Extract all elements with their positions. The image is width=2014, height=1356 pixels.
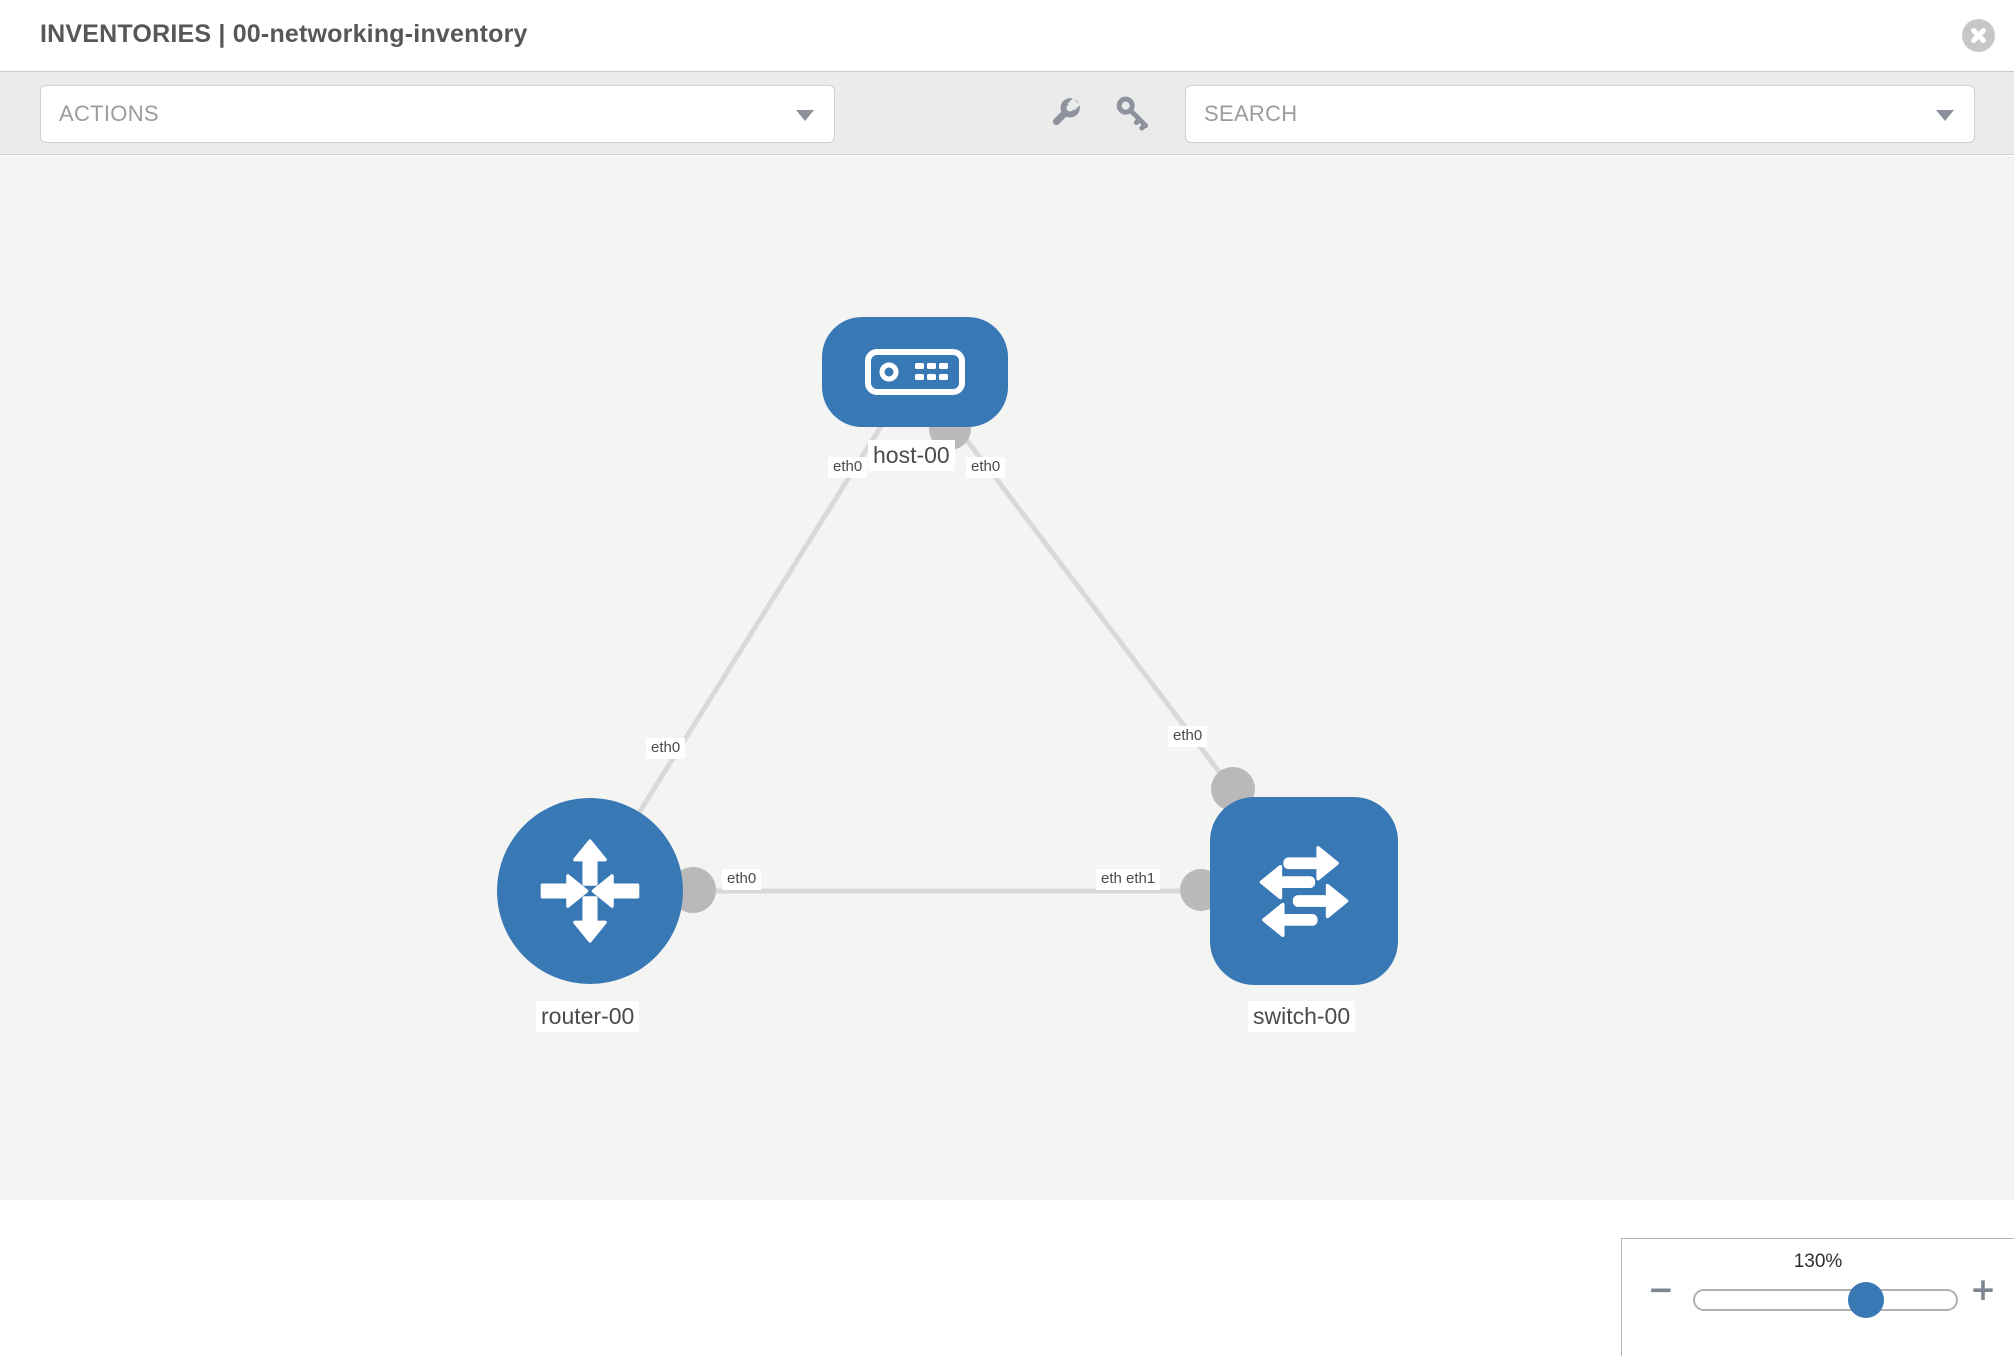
close-icon[interactable] bbox=[1962, 19, 1995, 52]
key-icon[interactable] bbox=[1113, 93, 1153, 133]
node-switch-00[interactable] bbox=[1210, 797, 1398, 985]
chevron-down-icon bbox=[1936, 110, 1954, 121]
switch-icon bbox=[1259, 846, 1349, 938]
node-host-00[interactable] bbox=[822, 317, 1008, 427]
host-icon bbox=[865, 349, 965, 395]
zoom-level: 130% bbox=[1793, 1251, 1843, 1272]
page-title: INVENTORIES | 00-networking-inventory bbox=[40, 20, 528, 48]
zoom-in-button[interactable]: + bbox=[1970, 1272, 1996, 1308]
zoom-slider[interactable] bbox=[1693, 1282, 1958, 1318]
header: INVENTORIES | 00-networking-inventory bbox=[0, 0, 2014, 72]
iface-label-router-eth0: eth0 bbox=[722, 869, 762, 890]
iface-label-edge-host-router: eth0 bbox=[646, 738, 686, 759]
zoom-panel: 130% − + bbox=[1621, 1238, 2014, 1356]
chevron-down-icon bbox=[796, 110, 814, 121]
toolbar: ACTIONS SEARCH bbox=[0, 72, 2014, 155]
node-label-switch-00: switch-00 bbox=[1248, 1001, 1356, 1032]
search-dropdown[interactable]: SEARCH bbox=[1185, 85, 1975, 143]
actions-dropdown-label: ACTIONS bbox=[59, 101, 159, 126]
router-icon bbox=[540, 839, 640, 943]
iface-label-host-eth0-right: eth0 bbox=[966, 457, 1006, 478]
edges-layer bbox=[587, 370, 1304, 913]
node-router-00[interactable] bbox=[497, 798, 683, 984]
edge-host-switch[interactable] bbox=[913, 370, 1235, 792]
actions-dropdown[interactable]: ACTIONS bbox=[40, 85, 835, 143]
iface-label-switch-eth1-over: eth1 bbox=[1121, 869, 1161, 890]
iface-label-edge-host-switch: eth0 bbox=[1168, 726, 1208, 747]
wrench-icon[interactable] bbox=[1045, 93, 1085, 133]
zoom-out-button[interactable]: − bbox=[1648, 1272, 1674, 1308]
search-dropdown-label: SEARCH bbox=[1204, 101, 1298, 126]
node-label-host-00: host-00 bbox=[868, 440, 955, 471]
zoom-slider-handle[interactable] bbox=[1848, 1282, 1884, 1318]
topology-canvas[interactable]: eth0 host-00 eth0 eth0 eth0 eth0 eth0 et… bbox=[0, 156, 2014, 1356]
node-label-router-00: router-00 bbox=[536, 1001, 640, 1032]
iface-label-host-eth0-left: eth0 bbox=[828, 457, 868, 478]
